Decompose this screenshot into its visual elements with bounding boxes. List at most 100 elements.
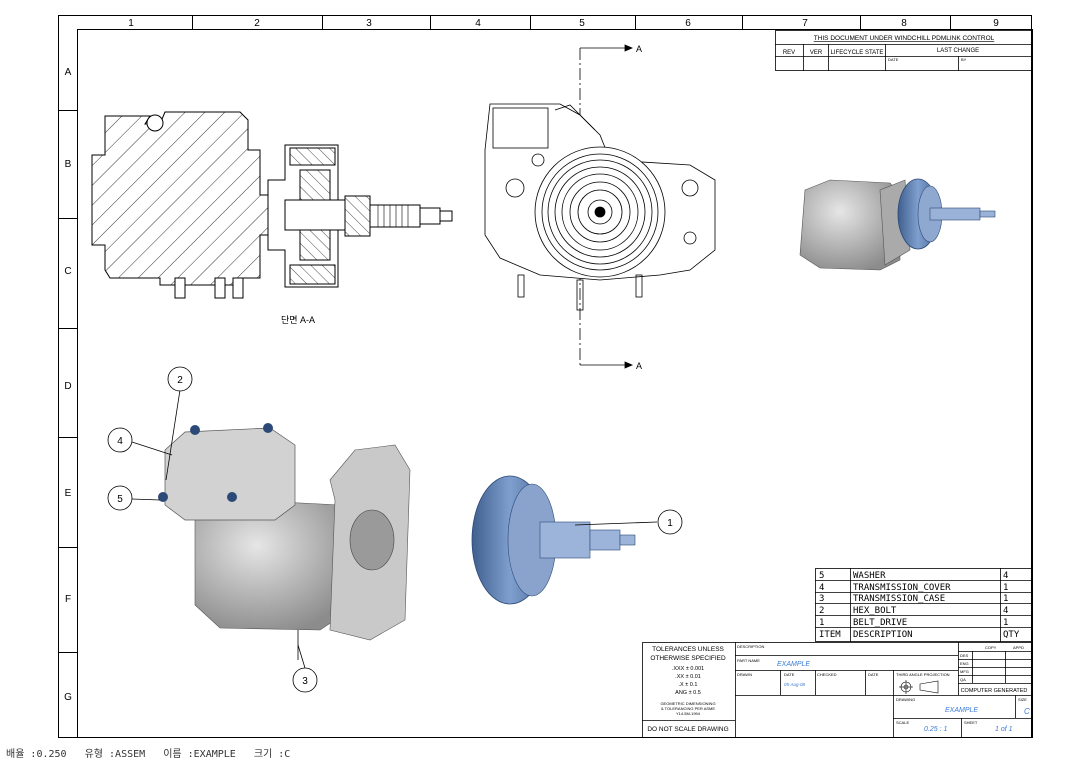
callout-balloon [107,427,133,453]
gdt-note-line: GEOMETRIC DIMENSIONING [660,701,715,706]
last-change-header: LAST CHANGE [937,48,979,54]
column-label: 5 [579,18,585,29]
lifecycle-header: LIFECYCLE STATE [831,50,884,56]
row-labels: A B C D E F G [64,67,72,703]
tolerance-line: .XX ± 0.01 [675,674,701,680]
callout-balloons: 1 2 3 4 5 [107,366,683,693]
copy-label: COPY [985,645,997,650]
column-label: 2 [254,18,260,29]
bom-description: TRANSMISSION_COVER [853,583,951,593]
callout-number: 5 [117,494,123,505]
column-label: 8 [901,18,907,29]
bom-item: 5 [819,571,824,581]
projection-symbol-icon [899,680,939,694]
title-block: TOLERANCES UNLESS OTHERWISE SPECIFIED .X… [642,642,1032,738]
cut-label-top: A [636,44,642,54]
drawing-label: DRAWING [896,697,915,702]
row-label: F [65,594,71,605]
row-zone-dividers [58,110,77,653]
bom-qty: 4 [1003,606,1008,616]
row-label: B [65,159,72,170]
tolerance-line: .XXX ± 0.001 [672,666,704,672]
tolerance-line: ANG ± 0.5 [675,690,701,696]
description-label: DESCRIPTION [737,644,764,649]
drawing-name-value: EXAMPLE [945,707,978,714]
eng-label: ENG [960,661,969,666]
drawing-sheet: 1 2 3 4 5 6 7 8 9 A B C D E F G THIS DOC… [58,15,1033,738]
sheet-label: SHEET [964,720,978,725]
ver-header: VER [810,50,823,56]
bom-description: WASHER [853,571,886,581]
callout-balloon [107,485,133,511]
do-not-scale-note: DO NOT SCALE DRAWING [647,726,728,733]
bom-qty: 1 [1003,583,1008,593]
checked-date-label: DATE [868,672,879,677]
size-value: C [1024,707,1030,716]
row-label: D [64,381,71,392]
date-label: DATE [784,672,795,677]
column-label: 9 [993,18,999,29]
bom-description: TRANSMISSION_CASE [853,594,945,604]
checked-label: CHECKED [817,672,837,677]
column-zone-dividers [192,15,951,29]
callout-number: 3 [302,676,308,687]
revision-block: THIS DOCUMENT UNDER WINDCHILL PDMLINK CO… [775,30,1032,71]
isometric-view-upper [799,178,996,271]
cut-label-bottom: A [636,361,642,371]
column-label: 3 [366,18,372,29]
rev-header: REV [783,50,795,56]
part-name-value: EXAMPLE [777,661,810,668]
callout-number: 2 [177,375,183,386]
bom-item: 4 [819,583,824,593]
front-view [484,103,716,311]
row-label: C [64,266,71,277]
row-label: A [65,67,72,78]
column-label: 1 [128,18,134,29]
column-label: 7 [802,18,808,29]
drawn-label: DRAWN [737,672,752,677]
cutting-plane-line [579,44,634,369]
date-value: 05-Aug-08 [784,682,806,687]
belt-drive-part [471,475,636,605]
computer-generated-label: COMPUTER GENERATED [961,688,1028,694]
column-label: 4 [475,18,481,29]
bom-item: 3 [819,594,824,604]
status-bar: 배율 :0.250 유형 :ASSEM 이름 :EXAMPLE 크기 :C [6,749,291,760]
bom-header-description: DESCRIPTION [853,630,913,640]
sheet-border [58,15,1033,738]
scale-value: 0.25 : 1 [924,726,947,733]
section-view-a-a [91,111,453,299]
scale-label: SCALE [896,720,909,725]
by-header: BY [961,57,967,62]
bom-description: BELT_DRIVE [853,618,907,628]
date-header: DATE [888,57,899,62]
callout-number: 1 [667,518,673,529]
appd-label: APPD [1013,645,1024,650]
revision-block-title: THIS DOCUMENT UNDER WINDCHILL PDMLINK CO… [814,35,995,42]
section-view-caption: 단면 A-A [281,315,315,325]
callout-leaders [131,389,658,669]
gdt-note-line: Y14.5M-1994 [676,711,701,716]
callout-balloon [657,509,683,535]
size-label: SIZE [1018,697,1027,702]
bom-header-item: ITEM [819,630,841,640]
bom-qty: 1 [1003,618,1008,628]
exploded-view [158,423,411,660]
bom-description: HEX_BOLT [853,606,897,616]
bom-item: 2 [819,606,824,616]
tolerance-line: TOLERANCES UNLESS [652,646,724,653]
sheet-value: 1 of 1 [995,726,1013,733]
bom-header-qty: QTY [1003,630,1020,640]
tolerance-line: OTHERWISE SPECIFIED [650,655,726,662]
tolerance-line: .X ± 0.1 [679,682,698,688]
column-labels: 1 2 3 4 5 6 7 8 9 [128,18,999,29]
bom-table: 5 WASHER 4 4 TRANSMISSION_COVER 1 3 TRAN… [815,568,1032,642]
column-label: 6 [685,18,691,29]
part-name-label: PART NAME [737,658,760,663]
bom-qty: 4 [1003,571,1008,581]
callout-balloon [167,366,193,392]
qa-label: QA [960,677,966,682]
third-angle-label: THIRD ANGLE PROJECTION [896,672,950,677]
gdt-note-line: & TOLERANCING PER ASME [661,706,715,711]
callout-number: 4 [117,436,123,447]
